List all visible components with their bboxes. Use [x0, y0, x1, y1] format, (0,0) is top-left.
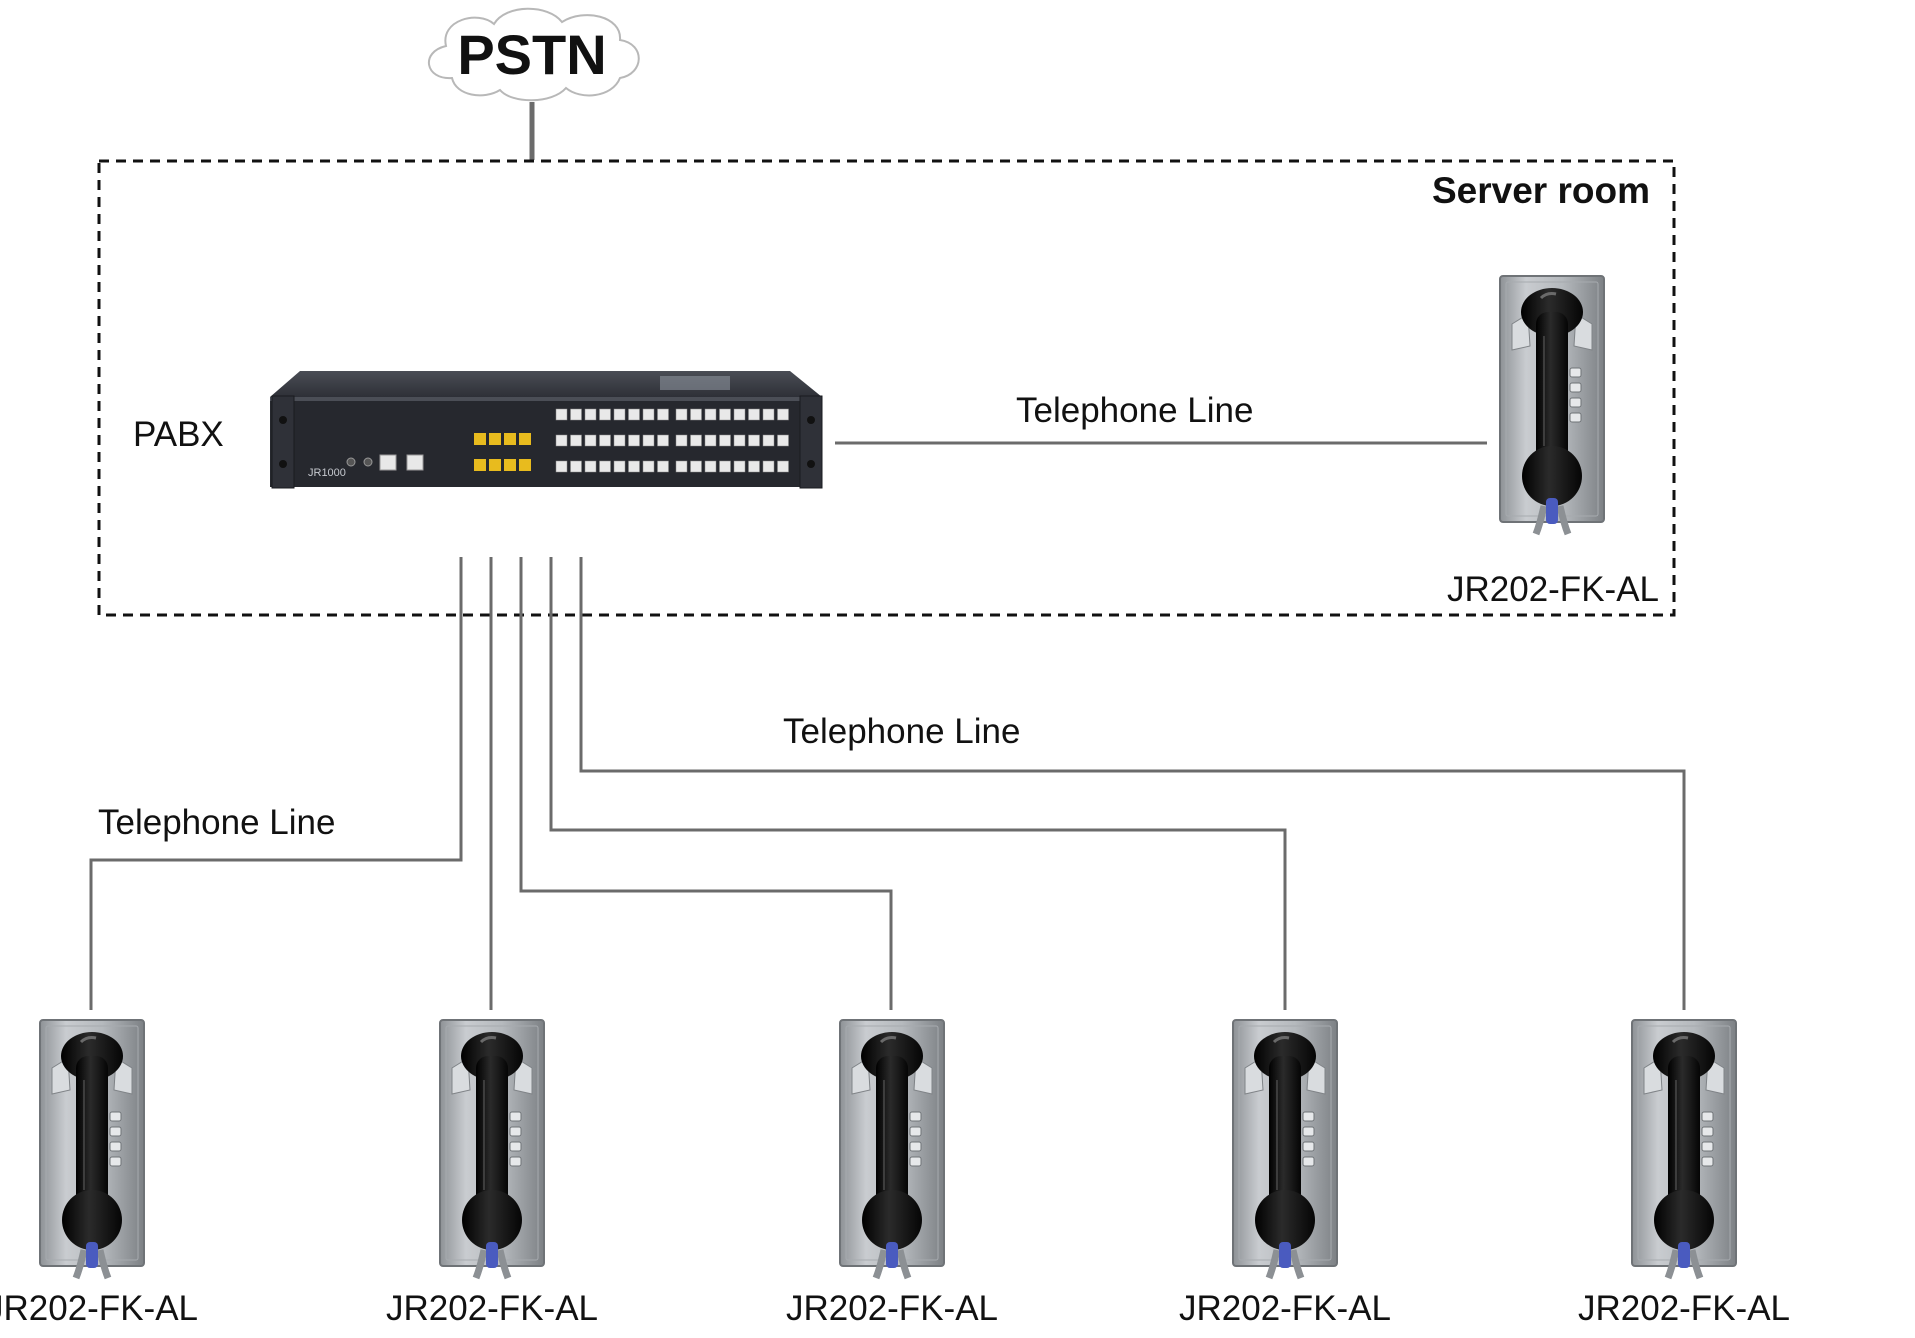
line-label-server: Telephone Line: [1016, 391, 1253, 430]
phone-3: [840, 1020, 944, 1278]
pabx-extension-port: [675, 408, 688, 421]
pabx-extension-port: [733, 408, 746, 421]
phone-5-label: JR202-FK-AL: [1578, 1289, 1790, 1328]
server-phone-label: JR202-FK-AL: [1447, 570, 1659, 609]
phone-5: [1632, 1020, 1736, 1278]
pabx-extension-port: [628, 434, 640, 447]
pabx-extension-port: [599, 460, 611, 473]
pabx-extension-port: [570, 460, 582, 473]
line-label-left: Telephone Line: [98, 803, 335, 842]
pabx-extension-port: [748, 460, 760, 473]
pabx-extension-port: [733, 460, 746, 473]
pabx-extension-port: [777, 460, 789, 473]
pabx-extension-port: [748, 434, 760, 447]
line-to-phone-1: [89, 557, 463, 1010]
pabx-extension-port: [599, 434, 611, 447]
line-to-phone-5: [579, 557, 1686, 1010]
pabx-extension-port: [690, 434, 702, 447]
pabx-label: PABX: [133, 415, 224, 454]
line-to-phone-4: [549, 557, 1287, 1010]
phone-1: [40, 1020, 144, 1278]
pabx-extension-port: [690, 408, 702, 421]
pabx-extension-port: [704, 460, 717, 473]
pabx-extension-port: [628, 408, 640, 421]
pabx-extension-port: [642, 460, 655, 473]
pabx-extension-port: [599, 408, 611, 421]
pabx-extension-port: [777, 408, 789, 421]
phone-4-label: JR202-FK-AL: [1179, 1289, 1391, 1328]
pabx-extension-port: [584, 460, 597, 473]
pabx-extension-port: [613, 434, 626, 447]
pabx-extension-port: [570, 408, 582, 421]
pabx-extension-port: [762, 434, 775, 447]
phone-2: [440, 1020, 544, 1278]
pabx-extension-port: [704, 408, 717, 421]
pabx-extension-port: [584, 408, 597, 421]
pstn-label: PSTN: [457, 23, 606, 86]
pabx-unit: JR1000: [270, 371, 823, 489]
phone-2-label: JR202-FK-AL: [386, 1289, 598, 1328]
pabx-extension-port: [690, 460, 702, 473]
pabx-extension-port: [642, 434, 655, 447]
pabx-extension-port: [675, 460, 688, 473]
phone-1-label: JR202-FK-AL: [0, 1289, 198, 1328]
server-room-label: Server room: [1432, 170, 1650, 211]
pabx-extension-port: [719, 460, 731, 473]
pabx-extension-port: [657, 434, 669, 447]
server-room-boundary: [97, 159, 1676, 617]
line-to-phone-3: [519, 557, 893, 1010]
pabx-extension-port: [704, 434, 717, 447]
pabx-extension-port: [570, 434, 582, 447]
server-room-phone: [1500, 276, 1604, 534]
pstn-cloud: PSTN: [428, 7, 640, 102]
pabx-extension-port: [555, 408, 568, 421]
pabx-extension-port: [584, 434, 597, 447]
line-label-middle: Telephone Line: [783, 712, 1020, 751]
pabx-extension-port: [555, 460, 568, 473]
pabx-extension-port: [777, 434, 789, 447]
pabx-extension-port: [719, 434, 731, 447]
pabx-extension-port: [719, 408, 731, 421]
pabx-extension-port: [733, 434, 746, 447]
pabx-extension-port: [613, 408, 626, 421]
pabx-extension-port: [555, 434, 568, 447]
pabx-extension-port: [675, 434, 688, 447]
pabx-extension-port: [642, 408, 655, 421]
pabx-model-label: JR1000: [308, 467, 346, 479]
pabx-extension-port: [748, 408, 760, 421]
pabx-extension-port: [613, 460, 626, 473]
pabx-extension-port: [657, 460, 669, 473]
pabx-extension-port: [762, 460, 775, 473]
phone-3-label: JR202-FK-AL: [786, 1289, 998, 1328]
pabx-extension-port: [628, 460, 640, 473]
pabx-extension-port: [762, 408, 775, 421]
phone-4: [1233, 1020, 1337, 1278]
pabx-extension-port: [657, 408, 669, 421]
